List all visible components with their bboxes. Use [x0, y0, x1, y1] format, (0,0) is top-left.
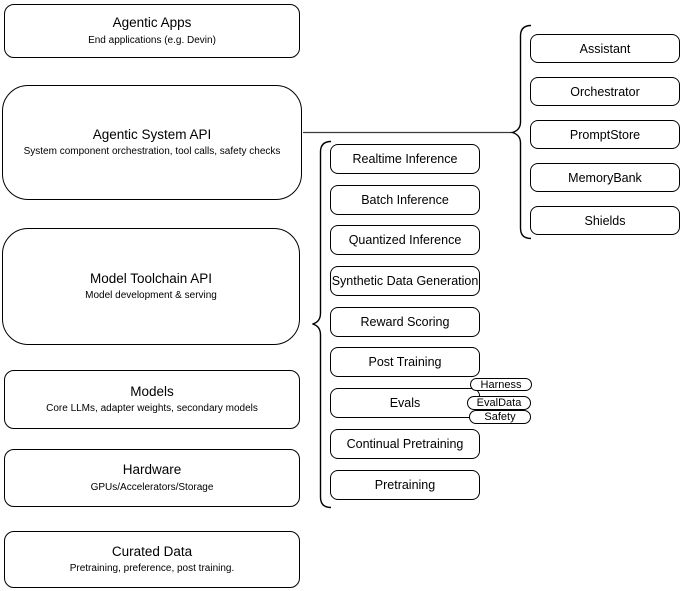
node-evals: Evals [330, 388, 480, 418]
node-subtitle: System component orchestration, tool cal… [23, 146, 281, 158]
node-title: Model Toolchain API [89, 270, 213, 286]
node-post-training: Post Training [330, 347, 480, 377]
tag-safety: Safety [469, 410, 531, 424]
node-title: Agentic Apps [112, 15, 192, 31]
node-subtitle: End applications (e.g. Devin) [88, 34, 216, 46]
node-pretraining: Pretraining [330, 470, 480, 500]
node-memorybank: MemoryBank [530, 163, 680, 192]
node-title: Models [130, 383, 174, 399]
node-subtitle: GPUs/Accelerators/Storage [90, 481, 214, 493]
tag-harness: Harness [470, 378, 532, 391]
node-title: Curated Data [111, 543, 193, 559]
node-reward-scoring: Reward Scoring [330, 307, 480, 337]
node-model-toolchain-api: Model Toolchain API Model development & … [2, 228, 300, 345]
node-promptstore: PromptStore [530, 120, 680, 149]
node-subtitle: Model development & serving [85, 290, 217, 302]
node-continual-pretraining: Continual Pretraining [330, 429, 480, 459]
node-realtime-inference: Realtime Inference [330, 144, 480, 174]
node-agentic-system-api: Agentic System API System component orch… [2, 85, 302, 200]
node-synthetic-data-generation: Synthetic Data Generation [330, 266, 480, 296]
tag-evaldata: EvalData [467, 396, 531, 410]
node-batch-inference: Batch Inference [330, 185, 480, 215]
node-quantized-inference: Quantized Inference [330, 225, 480, 255]
node-agentic-apps: Agentic Apps End applications (e.g. Devi… [4, 4, 300, 58]
bracket-components-column [510, 24, 532, 240]
bracket-toolchain-column [312, 140, 332, 509]
node-title: Hardware [122, 462, 182, 478]
node-title: Agentic System API [92, 126, 212, 142]
node-models: Models Core LLMs, adapter weights, secon… [4, 370, 300, 429]
node-assistant: Assistant [530, 34, 680, 63]
node-subtitle: Pretraining, preference, post training. [69, 563, 235, 575]
node-hardware: Hardware GPUs/Accelerators/Storage [4, 449, 300, 507]
node-curated-data: Curated Data Pretraining, preference, po… [4, 531, 300, 588]
node-orchestrator: Orchestrator [530, 77, 680, 106]
node-shields: Shields [530, 206, 680, 235]
node-subtitle: Core LLMs, adapter weights, secondary mo… [46, 403, 258, 415]
